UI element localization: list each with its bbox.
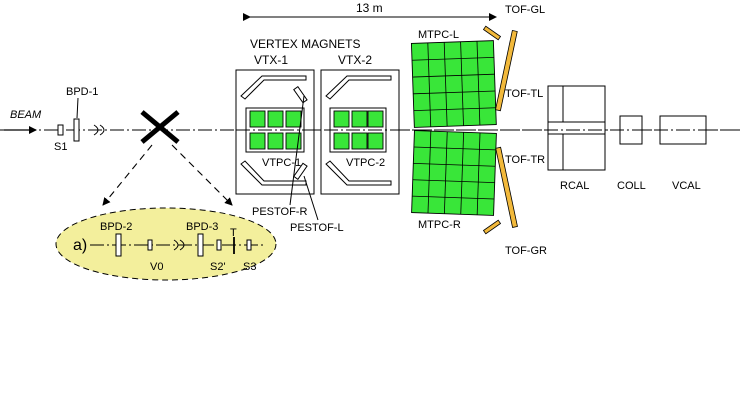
vtx1-label: VTX-1 — [254, 53, 288, 67]
tof-tr-label: TOF-TR — [505, 154, 545, 166]
pestof-lower-bar — [293, 162, 308, 180]
inset-tag: a) — [73, 237, 87, 254]
bpd1-chamber — [73, 118, 80, 142]
vtpc1-cell — [249, 110, 266, 128]
vtx2-label: VTX-2 — [338, 53, 372, 67]
vtpc2-label: VTPC-2 — [346, 157, 385, 169]
coll-label: COLL — [617, 180, 646, 192]
zoom-line-right — [171, 144, 233, 206]
vtpc2-cell — [367, 132, 384, 150]
vtx2-magnet — [320, 69, 400, 195]
vtpc1-cell — [285, 110, 302, 128]
bpd3-label: BPD-3 — [186, 221, 218, 233]
beam-break-symbol — [93, 124, 105, 136]
tof-tl-label: TOF-TL — [505, 88, 543, 100]
pestof-r-label: PESTOF-R — [252, 206, 307, 218]
scale-label: 13 m — [356, 1, 383, 15]
tof-gr-wall — [482, 219, 502, 235]
tof-tl-wall — [495, 29, 518, 112]
s2p-counter — [216, 239, 222, 251]
v0-counter — [147, 239, 153, 251]
tof-tr-wall — [495, 146, 518, 228]
vtpc1-cell — [249, 132, 266, 150]
vtpc2-cell — [367, 110, 384, 128]
tof-gr-label: TOF-GR — [505, 245, 547, 257]
rcal-calorimeter — [547, 85, 606, 171]
s3-counter — [246, 239, 252, 251]
bpd1-label: BPD-1 — [66, 86, 98, 98]
mtpc-l-label: MTPC-L — [418, 29, 459, 41]
vtpc2-cell — [351, 132, 368, 150]
vtpc1-label: VTPC-1 — [262, 157, 301, 169]
tof-gl-label: TOF-GL — [505, 4, 545, 16]
s1-label: S1 — [54, 141, 67, 153]
vtpc2-cell — [333, 132, 350, 150]
bpd2-label: BPD-2 — [100, 221, 132, 233]
pestof-l-label: PESTOF-L — [290, 222, 344, 234]
s3-label: S3 — [243, 261, 256, 273]
vtpc2-cell — [333, 110, 350, 128]
vtpc1-cell — [267, 132, 284, 150]
vertex-magnets-label: VERTEX MAGNETS — [250, 37, 360, 51]
s2p-label: S2' — [210, 261, 226, 273]
vtpc1-cell — [267, 110, 284, 128]
pestof-r-leader — [289, 95, 305, 206]
rcal-label: RCAL — [560, 180, 589, 192]
mtpc-r-label: MTPC-R — [418, 219, 461, 231]
vtpc2-cell — [351, 110, 368, 128]
t-label: T — [230, 227, 237, 239]
mtpc-l-chamber — [410, 40, 497, 128]
target-region-inset: a) BPD-2 V0 BPD-3 S2' T S3 — [55, 207, 277, 281]
v0-label: V0 — [150, 261, 163, 273]
bpd2-chamber — [115, 233, 122, 257]
zoom-line-left — [102, 144, 153, 206]
vcal-label: VCAL — [672, 180, 701, 192]
bpd1-leader — [76, 97, 79, 119]
beam-label: BEAM — [10, 109, 42, 121]
s1-counter — [57, 124, 64, 136]
mtpc-r-chamber — [411, 130, 497, 216]
target-cross — [140, 110, 180, 144]
bpd3-chamber — [197, 233, 204, 257]
vtx1-magnet — [235, 69, 315, 195]
pestof-l-leader — [303, 175, 319, 221]
tof-gl-wall — [482, 25, 502, 41]
inset-break-symbol — [173, 239, 185, 251]
